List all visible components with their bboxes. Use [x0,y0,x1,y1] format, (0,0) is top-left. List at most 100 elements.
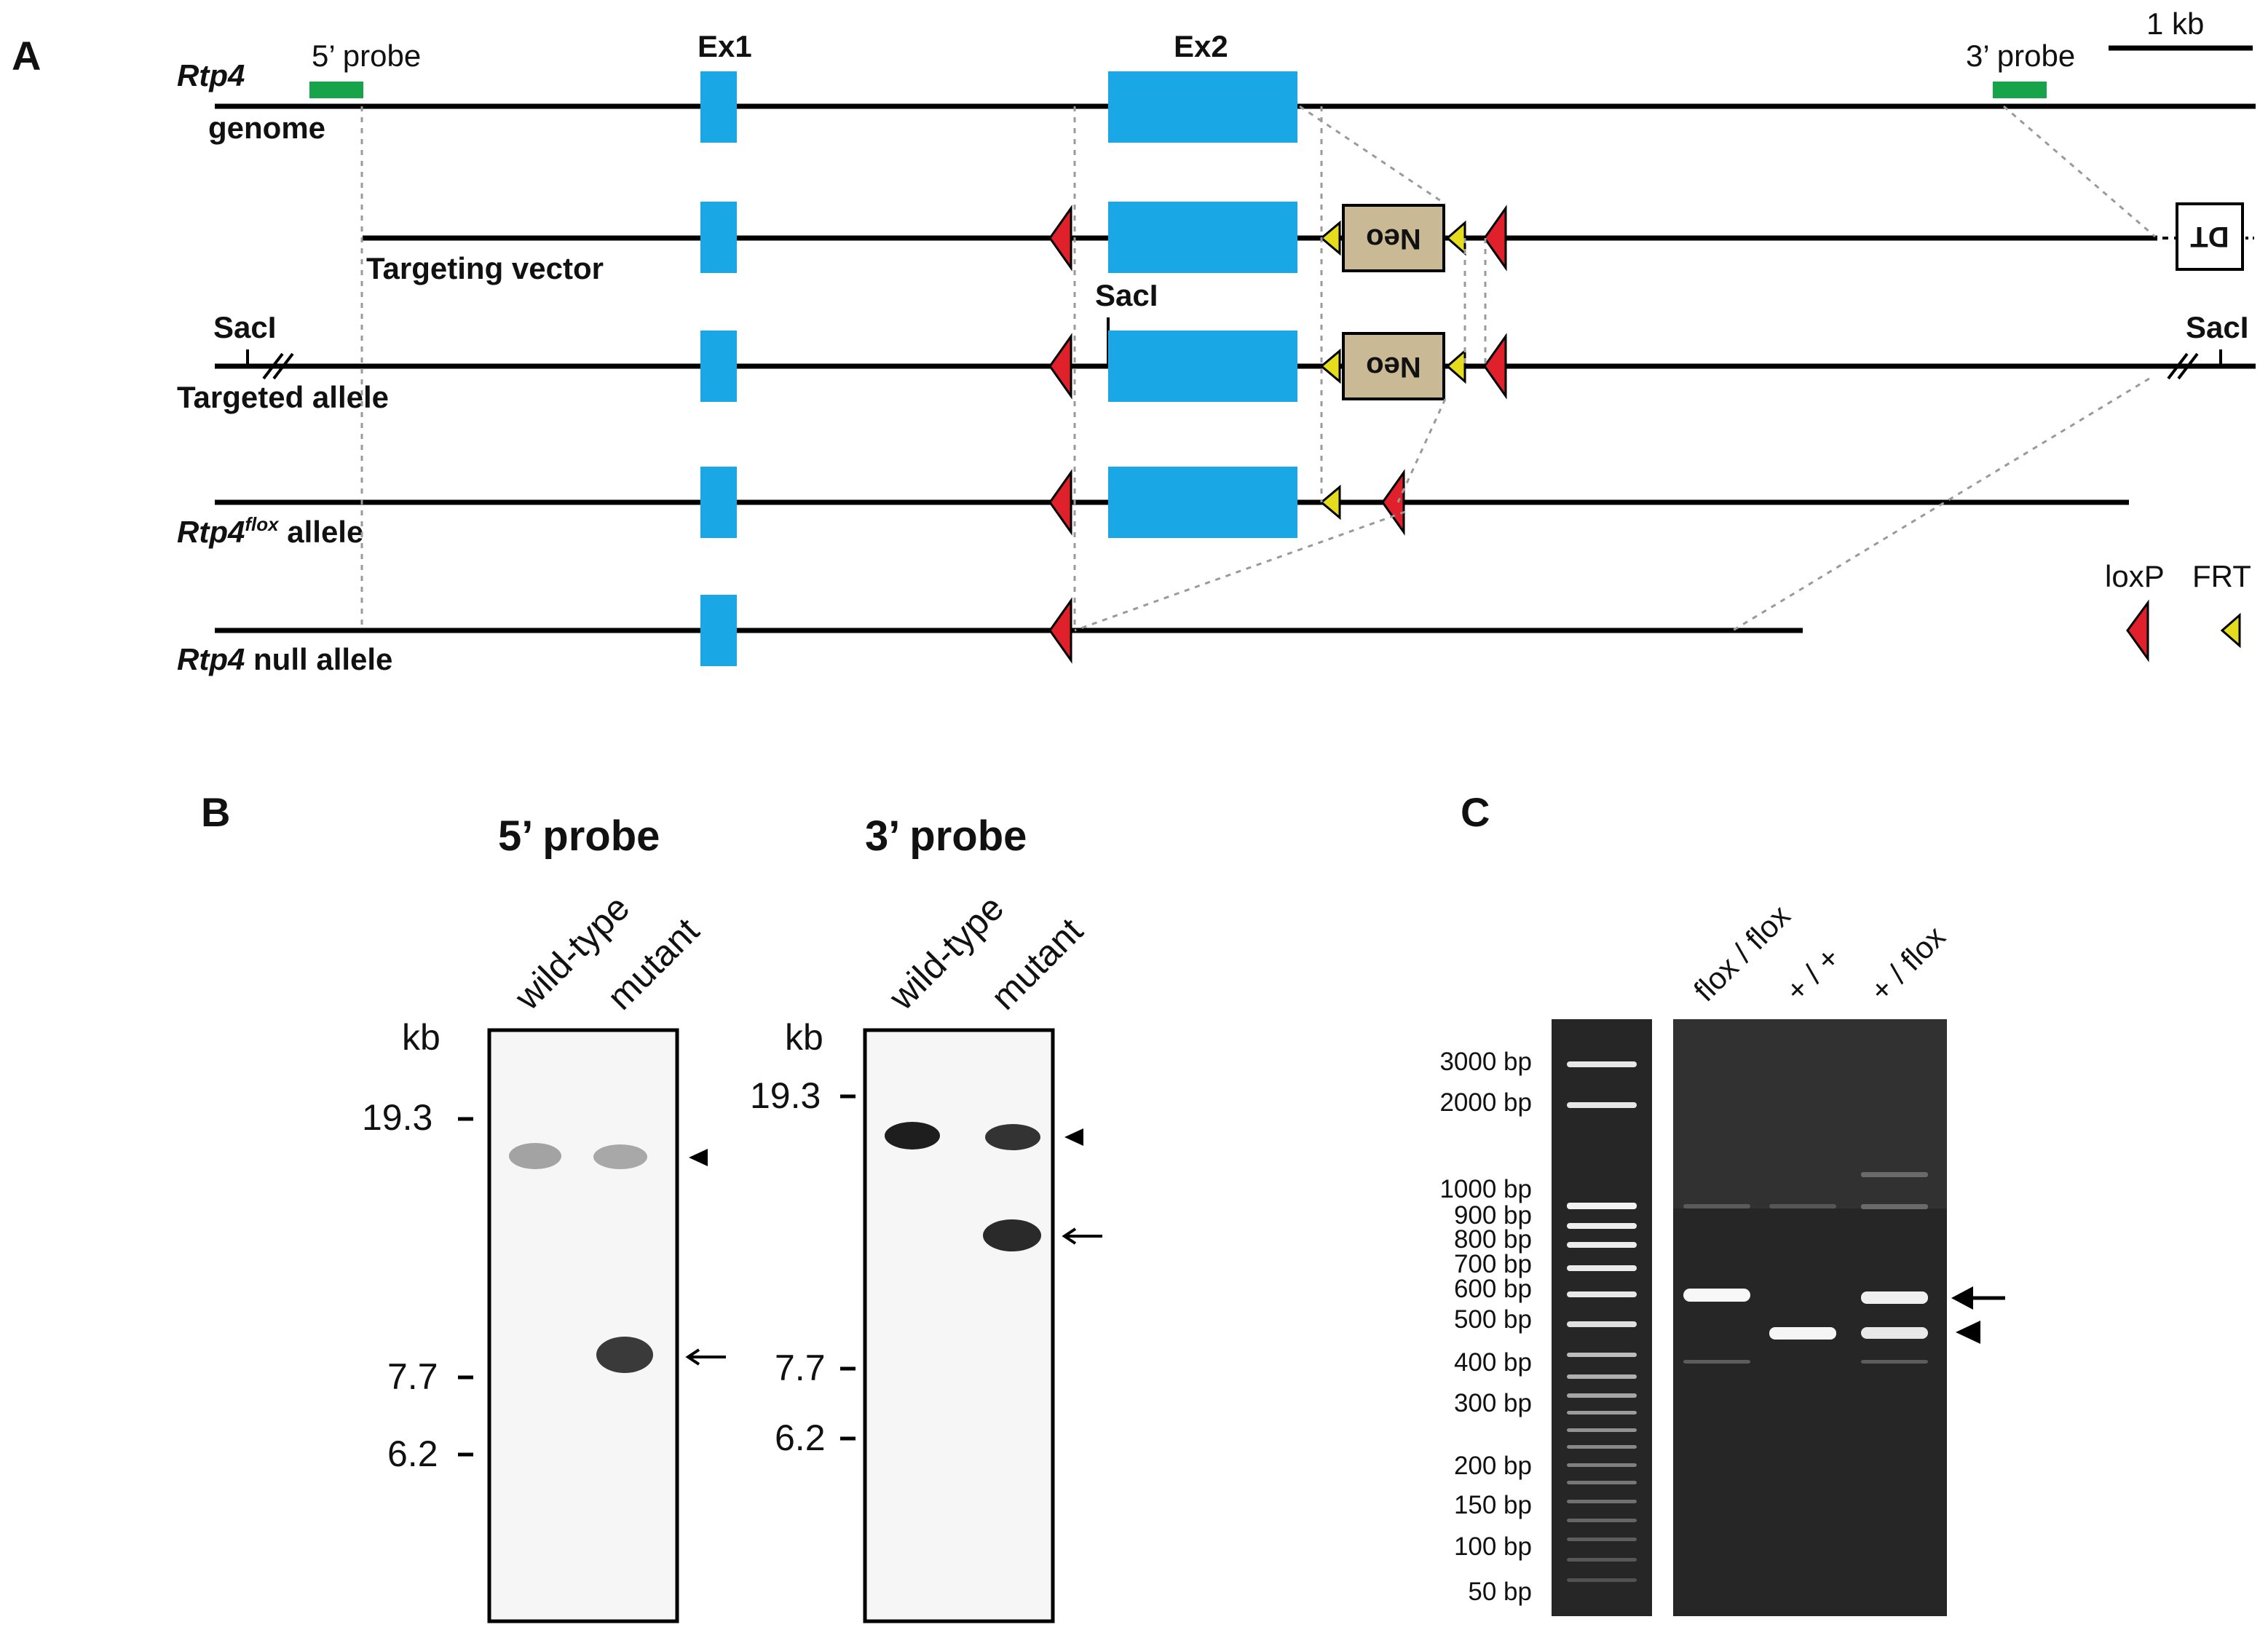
neo-label-vector: Neo [1366,223,1421,255]
probe-3-label: 3’ probe [1966,39,2075,73]
ladder-band-175 [1567,1481,1637,1484]
ladder-band-900 [1567,1223,1637,1229]
neo-cassette-vector [1342,204,1445,272]
probe-5-label: 5’ probe [312,39,421,73]
band-wt-wt [1769,1327,1836,1340]
ladder-band-500 [1567,1321,1637,1327]
frt-targeted-left [1319,348,1341,384]
loxp-flox-right [1381,469,1405,536]
ladder-label-700: 700 bp [1454,1250,1532,1278]
band-het-flox [1861,1291,1928,1304]
blot-5-arrow-head [685,1348,700,1366]
gel-lane-label-1: flox / flox [1687,898,1796,1008]
saci-left-label: SacI [213,310,276,344]
band-floxflox-flox [1683,1289,1750,1302]
ladder-band-100 [1567,1538,1637,1541]
blot-5-marker-2: 7.7 [387,1356,438,1397]
band-3-wt-upper [885,1122,940,1150]
break-mark-right-1 [2167,352,2189,380]
probe-5-bar [309,82,363,98]
ladder-label-50: 50 bp [1468,1578,1532,1606]
band-3-mut-lower [983,1219,1041,1251]
exon1-vector [700,202,737,273]
loxp-targeted-right [1483,333,1507,400]
guide-diag-4 [1732,377,2150,632]
gene-name-label: Rtp4 [177,58,245,92]
exon2-vector [1108,202,1297,273]
band-het-faint-2 [1861,1204,1928,1209]
targeting-vector-row: Neo DT Targeting vector [363,202,2254,285]
null-gene: Rtp4 [177,642,245,676]
neo-label-targeted: Neo [1366,351,1421,383]
dt-cassette [2176,202,2244,271]
exon1-genome [700,71,737,143]
blot-5-marker-1: 19.3 [362,1097,432,1138]
flox-suffix: allele [279,515,364,549]
ladder-label-300: 300 bp [1454,1389,1532,1417]
blot-3-arrow-head [1062,1227,1077,1245]
blot-3-title: 3’ probe [865,812,1027,860]
probe-3-bar [1993,82,2047,98]
loxp-targeted-left [1048,333,1072,400]
legend-frt-icon [2220,612,2241,649]
frt-flox [1319,484,1341,521]
exon1-label: Ex1 [698,29,752,63]
ladder-labels: 3000 bp 2000 bp 1000 bp 900 bp 800 bp 70… [1439,1048,1532,1606]
band-3-mut-upper [985,1124,1040,1150]
guide-diag-3 [1396,398,1447,503]
exon2-label: Ex2 [1174,29,1228,63]
legend-loxp-icon [2126,599,2149,662]
genome-label: genome [208,111,325,145]
exon1-null [700,595,737,666]
ladder-band-200 [1567,1463,1637,1467]
blot-3-membrane [863,1028,1055,1623]
legend: loxP FRT [2105,559,2251,662]
panel-b: B 5’ probe wild-type mutant kb 19.3 7.7 … [201,789,1102,1623]
panel-letter-b: B [201,789,230,835]
flox-gene: Rtp4 [177,515,245,549]
gel-smear [1673,1019,1947,1208]
gel-lane-label-2: + / + [1779,941,1846,1008]
null-suffix: null allele [245,642,392,676]
ladder-band-400 [1567,1353,1637,1357]
band-het-wt [1861,1327,1928,1339]
gel-arrowhead [1956,1321,1980,1344]
loxp-vector-right [1483,205,1507,272]
band-het-faint-1 [1861,1172,1928,1177]
blot-5-membrane [487,1028,679,1623]
blot-5-marker-3: 6.2 [387,1433,438,1474]
loxp-vector-left [1048,205,1072,272]
genome-row: 5’ probe Ex1 Ex2 3’ probe 1 kb Rtp4 geno… [177,7,2256,145]
ladder-band-225 [1567,1445,1637,1449]
ladder-label-900: 900 bp [1454,1201,1532,1230]
band-5-wt-upper [509,1143,561,1169]
ladder-label-200: 200 bp [1454,1452,1532,1480]
ladder-label-600: 600 bp [1454,1275,1532,1303]
blot-3-marker-3: 6.2 [775,1417,826,1458]
alignment-guides [360,105,2156,632]
neo-cassette-targeted [1342,332,1445,400]
ladder-band-2000 [1567,1102,1637,1108]
exon2-genome [1108,71,1297,143]
flox-superscript: flox [245,513,280,535]
flox-allele-label: Rtp4flox allele [177,513,363,549]
ladder-label-100: 100 bp [1454,1532,1532,1561]
ladder-label-800: 800 bp [1454,1225,1532,1254]
ladder-bands [1567,1061,1637,1582]
ladder-band-375 [1567,1374,1637,1379]
panel-letter-c: C [1461,789,1490,835]
band-het-minor [1861,1360,1928,1364]
ladder-label-400: 400 bp [1454,1348,1532,1377]
legend-frt-label: FRT [2192,559,2251,593]
targeted-allele-row: SacI SacI Neo SacI Targeted allele [177,278,2256,414]
blot-3-marker-1: 19.3 [750,1075,821,1116]
ladder-band-75 [1567,1558,1637,1562]
legend-loxp-label: loxP [2105,559,2165,593]
ladder-band-800 [1567,1242,1637,1248]
band-floxflox-faint [1683,1204,1750,1208]
blot-3prime: 3’ probe wild-type mutant kb 19.3 7.7 6.… [750,812,1102,1623]
band-5-mut-upper [593,1144,647,1169]
band-wt-faint [1769,1204,1836,1208]
ladder-label-500: 500 bp [1454,1305,1532,1334]
